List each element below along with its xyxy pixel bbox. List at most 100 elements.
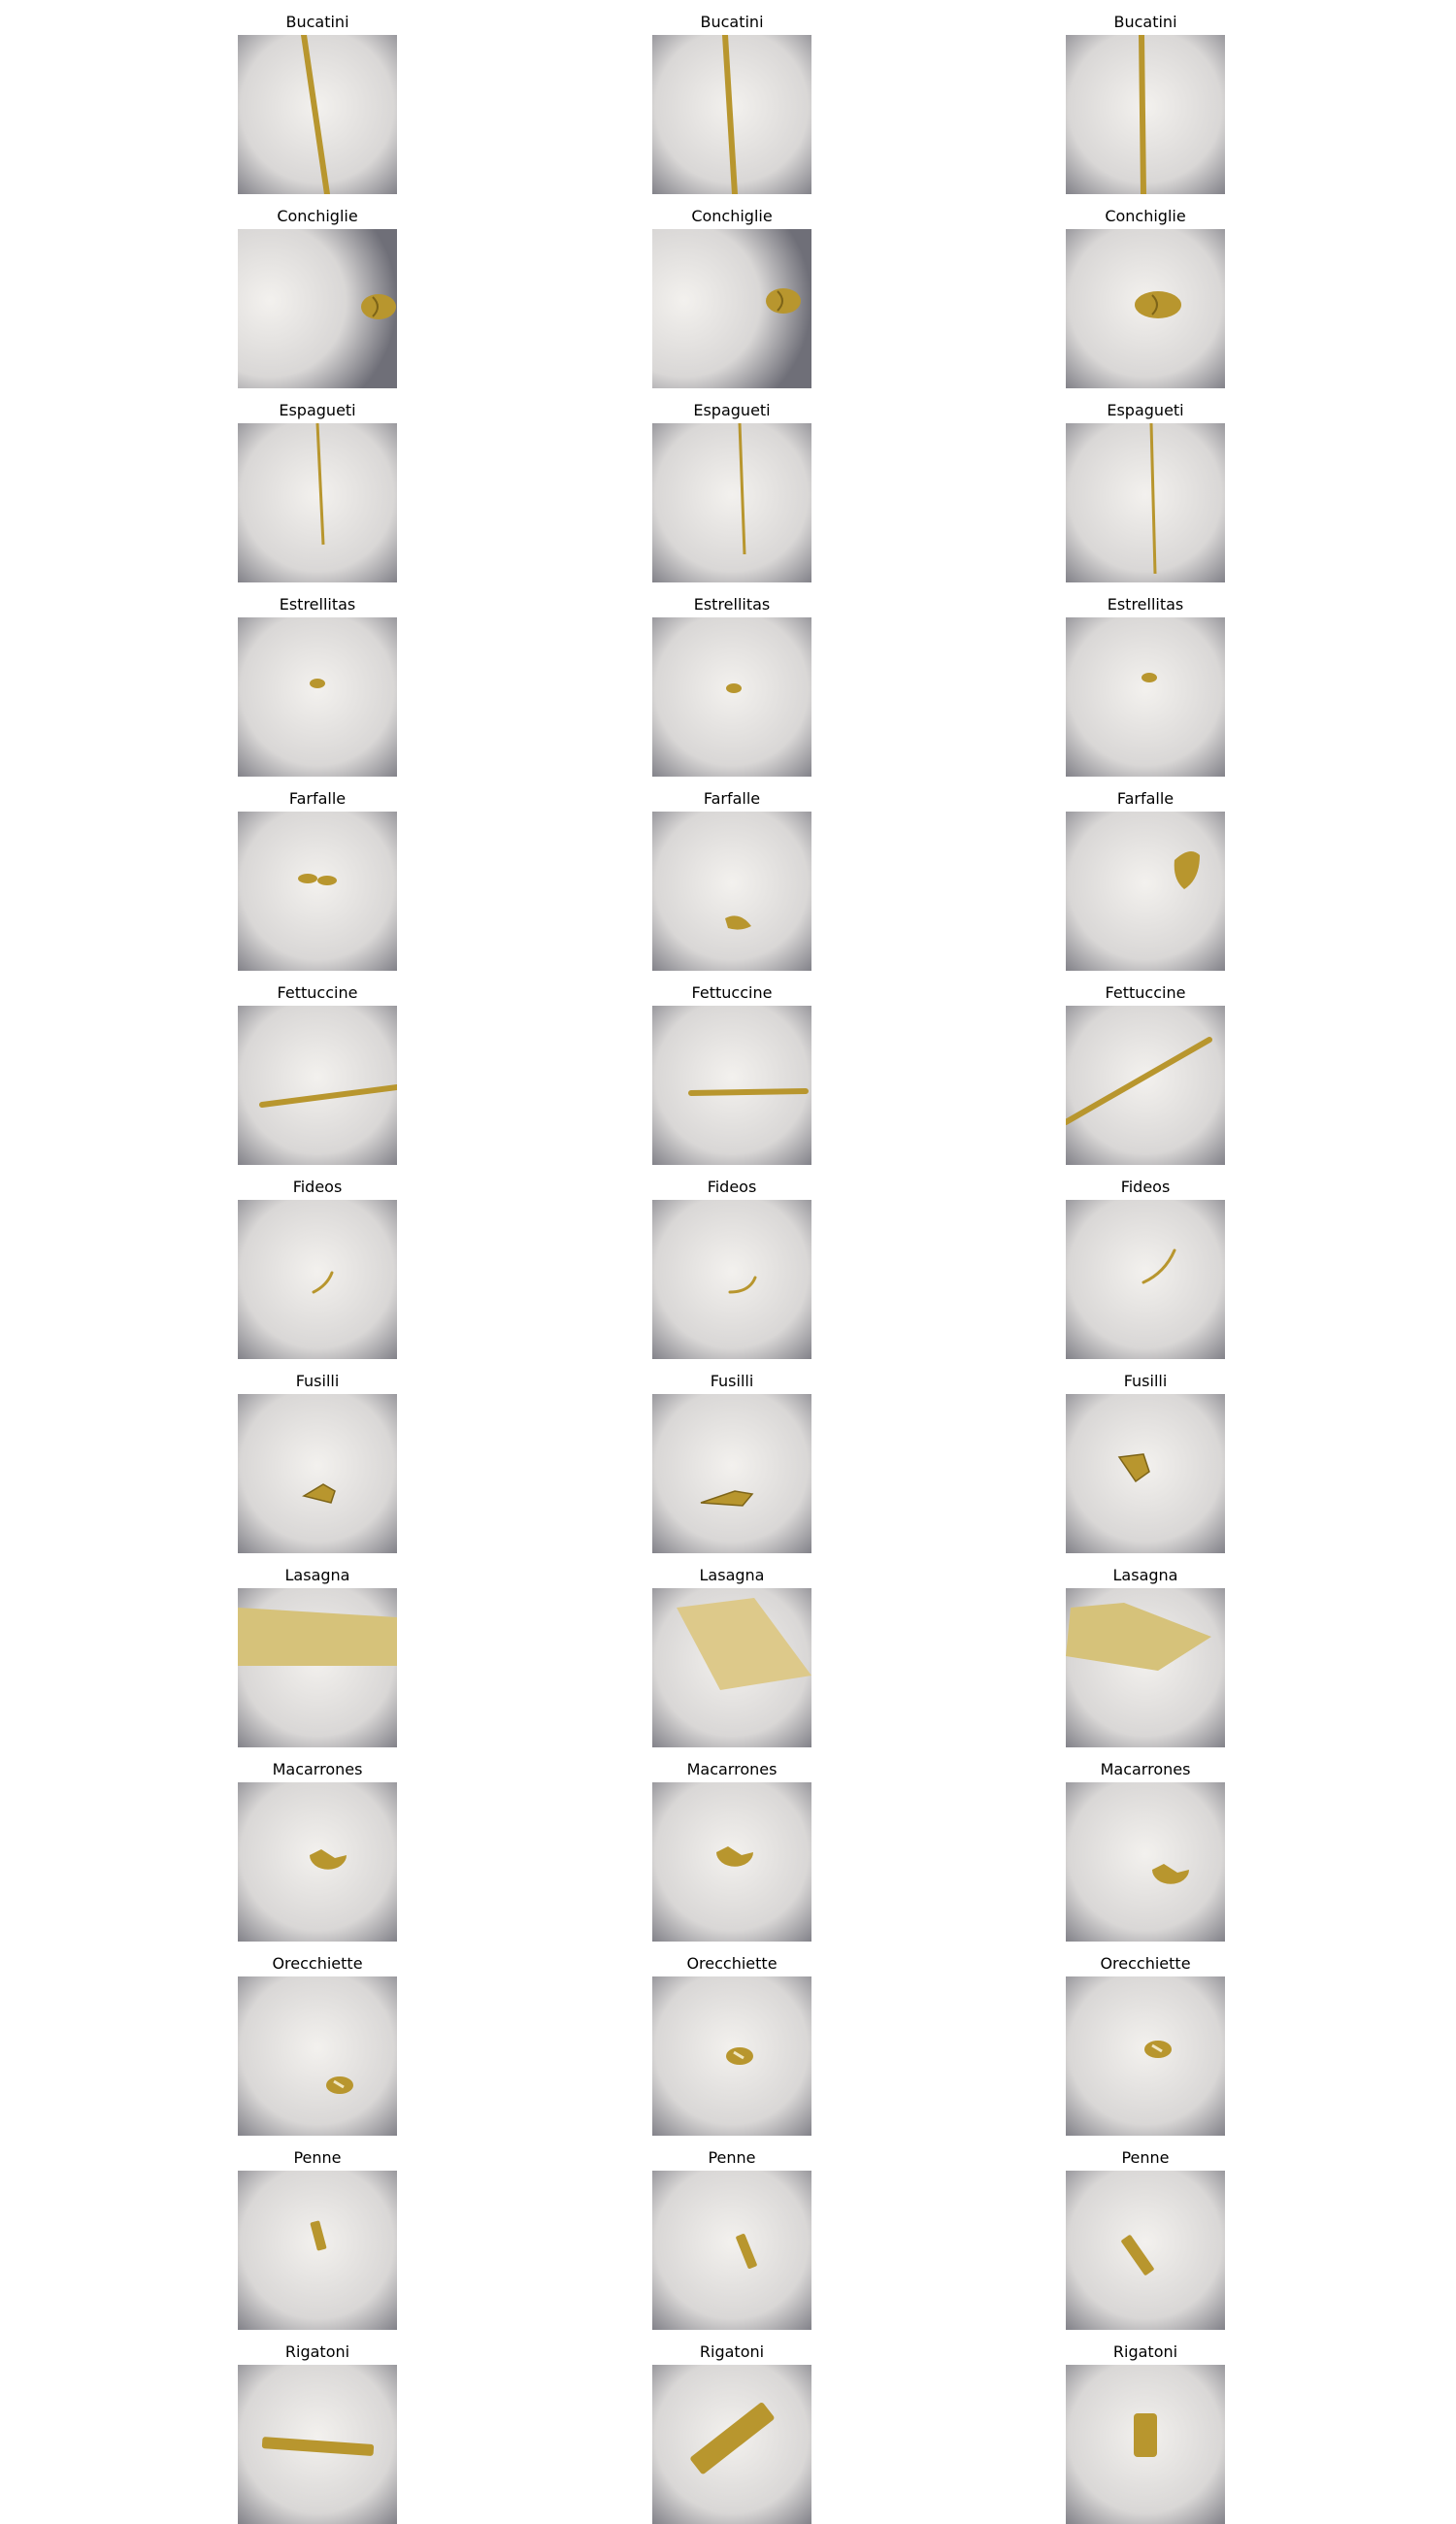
- photo-cell: Farfalle: [1066, 789, 1225, 971]
- photo-cell: Lasagna: [652, 1566, 811, 1747]
- photo-title: Lasagna: [1112, 1566, 1178, 1584]
- pasta-piece: [1117, 1453, 1150, 1483]
- photo-cell: Estrellitas: [1066, 595, 1225, 777]
- photo-title: Fideos: [1120, 1178, 1171, 1196]
- pasta-photo: [238, 35, 397, 194]
- pasta-piece: [725, 915, 751, 930]
- pasta-photo: [238, 2171, 397, 2330]
- photo-cell: Farfalle: [238, 789, 397, 971]
- photo-cell: Espagueti: [238, 401, 397, 582]
- photo-cell: Fettuccine: [238, 983, 397, 1165]
- photo-background: [238, 1006, 397, 1165]
- photo-cell: Fusilli: [652, 1372, 811, 1553]
- pasta-photo: [1066, 1394, 1225, 1553]
- photo-title: Penne: [1121, 2148, 1170, 2167]
- pasta-piece: [738, 423, 746, 555]
- pasta-photo: [1066, 2171, 1225, 2330]
- photo-title: Lasagna: [284, 1566, 350, 1584]
- photo-title: Fideos: [292, 1178, 343, 1196]
- photo-cell: Conchiglie: [652, 207, 811, 388]
- photo-cell: Penne: [238, 2148, 397, 2330]
- pasta-photo: [652, 617, 811, 777]
- photo-background: [238, 617, 397, 777]
- photo-title: Farfalle: [288, 789, 347, 808]
- photo-cell: Penne: [652, 2148, 811, 2330]
- pasta-piece: [1152, 1864, 1189, 1884]
- pasta-photo: [238, 1200, 397, 1359]
- photo-title: Conchiglie: [277, 207, 358, 225]
- photo-cell: Espagueti: [1066, 401, 1225, 582]
- photo-cell: Bucatini: [238, 13, 397, 194]
- pasta-piece: [312, 1271, 334, 1294]
- pasta-piece: [1066, 1603, 1211, 1671]
- pasta-piece: [716, 1846, 753, 1867]
- pasta-photo: [652, 229, 811, 388]
- pasta-photo: [1066, 1976, 1225, 2136]
- photo-background: [238, 1200, 397, 1359]
- photo-title: Estrellitas: [1107, 595, 1184, 614]
- pasta-piece: [728, 1276, 757, 1294]
- pasta-piece: [1066, 1037, 1212, 1125]
- photo-background: [1066, 1976, 1225, 2136]
- pasta-piece: [310, 2220, 327, 2251]
- photo-background: [652, 423, 811, 582]
- pasta-photo: [1066, 1782, 1225, 1942]
- photo-background: [652, 812, 811, 971]
- pasta-photo: [238, 423, 397, 582]
- photo-cell: Estrellitas: [652, 595, 811, 777]
- photo-cell: Fusilli: [1066, 1372, 1225, 1553]
- pasta-photo: [1066, 423, 1225, 582]
- photo-background: [652, 1200, 811, 1359]
- pasta-piece: [1121, 2235, 1154, 2275]
- photo-title: Rigatoni: [284, 2342, 350, 2361]
- pasta-photo: [238, 617, 397, 777]
- pasta-photo: [238, 229, 397, 388]
- photo-cell: Estrellitas: [238, 595, 397, 777]
- photo-background: [1066, 812, 1225, 971]
- photo-cell: Fideos: [1066, 1178, 1225, 1359]
- photo-cell: Rigatoni: [238, 2342, 397, 2524]
- photo-background: [652, 1006, 811, 1165]
- pasta-photo: [652, 1588, 811, 1747]
- photo-cell: Rigatoni: [652, 2342, 811, 2524]
- pasta-photo: [238, 1782, 397, 1942]
- pasta-photo: [238, 1006, 397, 1165]
- photo-title: Espagueti: [1107, 401, 1184, 419]
- photo-cell: Macarrones: [1066, 1760, 1225, 1942]
- pasta-photo: [652, 2365, 811, 2524]
- photo-background: [1066, 423, 1225, 582]
- photo-background: [1066, 617, 1225, 777]
- photo-cell: Macarrones: [652, 1760, 811, 1942]
- pasta-piece: [1139, 35, 1146, 194]
- photo-cell: Conchiglie: [238, 207, 397, 388]
- photo-title: Macarrones: [686, 1760, 778, 1778]
- photo-title: Fideos: [707, 1178, 757, 1196]
- photo-background: [238, 2171, 397, 2330]
- pasta-photo: [652, 1006, 811, 1165]
- pasta-photo: [1066, 229, 1225, 388]
- photo-background: [652, 1394, 811, 1553]
- photo-cell: Conchiglie: [1066, 207, 1225, 388]
- photo-background: [238, 812, 397, 971]
- pasta-piece: [1134, 2413, 1157, 2457]
- pasta-piece: [259, 1084, 397, 1108]
- photo-cell: Orecchiette: [1066, 1954, 1225, 2136]
- photo-cell: Farfalle: [652, 789, 811, 971]
- pasta-photo: [1066, 35, 1225, 194]
- pasta-piece: [1135, 291, 1181, 318]
- photo-cell: Lasagna: [1066, 1566, 1225, 1747]
- photo-background: [652, 2171, 811, 2330]
- pasta-piece: [298, 874, 337, 885]
- photo-title: Espagueti: [693, 401, 771, 419]
- pasta-piece: [302, 1483, 336, 1504]
- photo-background: [1066, 1782, 1225, 1942]
- photo-background: [238, 1394, 397, 1553]
- photo-cell: Macarrones: [238, 1760, 397, 1942]
- pasta-piece: [361, 294, 396, 319]
- pasta-photo: [1066, 1006, 1225, 1165]
- photo-cell: Orecchiette: [238, 1954, 397, 2136]
- photo-title: Farfalle: [1116, 789, 1175, 808]
- photo-background: [1066, 1200, 1225, 1359]
- pasta-piece: [1142, 1248, 1176, 1284]
